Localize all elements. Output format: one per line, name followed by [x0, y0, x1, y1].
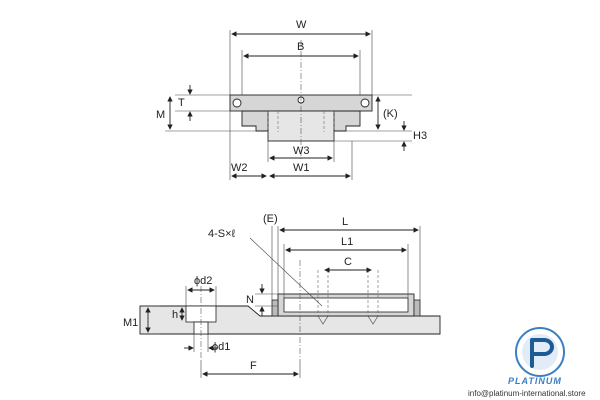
- dim-C: C: [344, 256, 352, 268]
- dim-H3: H3: [413, 130, 427, 142]
- dim-B: B: [297, 41, 304, 53]
- dim-T: T: [178, 97, 185, 109]
- dim-M: M: [156, 109, 165, 121]
- mount-hole-right: [360, 98, 370, 108]
- dim-M1: M1: [123, 317, 138, 329]
- end-seal-left: [271, 299, 279, 317]
- end-seal-right: [413, 299, 421, 317]
- platinum-logo: PLATINUM info@platinum-international.sto…: [468, 327, 586, 398]
- dim-W1: W1: [293, 162, 310, 174]
- dim-d2: ϕd2: [194, 275, 212, 287]
- dim-screw: 4-S×ℓ: [208, 228, 236, 240]
- dim-L1: L1: [341, 236, 353, 248]
- dim-W: W: [296, 19, 307, 31]
- tapped-holes: [317, 270, 379, 316]
- dim-E: (E): [263, 213, 278, 225]
- end-view: W B T M (K) H3 W3 W2: [156, 19, 427, 180]
- dim-F: F: [250, 360, 257, 372]
- dim-d1: ϕd1: [212, 341, 230, 353]
- dim-K: (K): [383, 108, 398, 120]
- screw-leader: [249, 237, 323, 307]
- block-side-inner: [283, 297, 409, 313]
- brand-contact: info@platinum-international.store: [468, 389, 586, 398]
- mount-hole-left: [232, 98, 242, 108]
- dim-L: L: [342, 216, 348, 228]
- side-view: (E) L L1 C 4-S×ℓ N ϕd2 ϕd1: [123, 213, 441, 378]
- logo-letter-shape: [530, 338, 554, 368]
- dim-N: N: [246, 294, 254, 306]
- hidden-screws: [267, 111, 335, 132]
- dim-W3: W3: [293, 145, 310, 157]
- dim-W2: W2: [231, 162, 248, 174]
- drill-tips: [317, 315, 379, 325]
- dim-h: h: [172, 309, 178, 321]
- brand-name: PLATINUM: [508, 376, 562, 386]
